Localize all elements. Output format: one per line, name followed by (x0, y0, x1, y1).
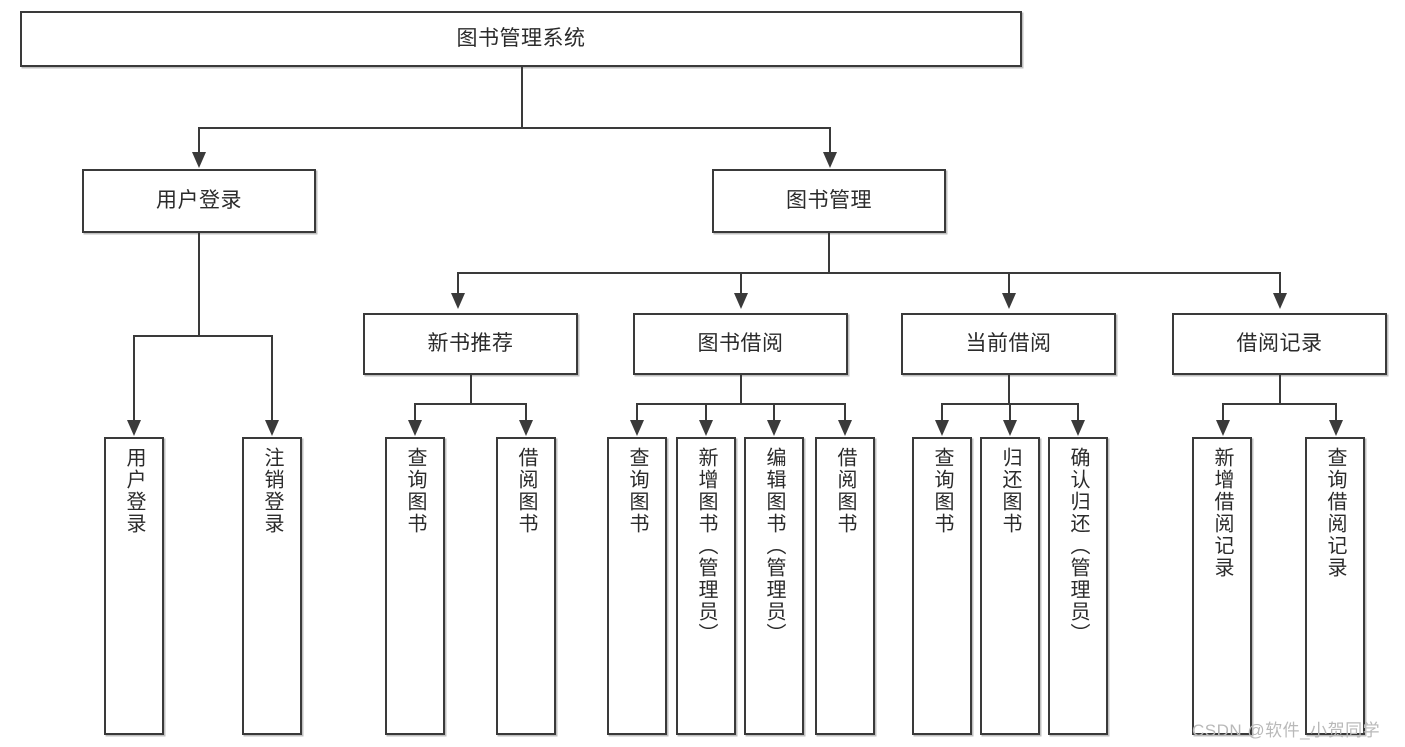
arrow-bb-to-leaf-2 (699, 420, 713, 436)
connector-borrow-record-stem (1279, 375, 1281, 403)
node-leaf-query-book-1-label: 查询图书 (404, 447, 426, 535)
arrow-cb-to-leaf-3 (1071, 420, 1085, 436)
node-leaf-query-book-3-label: 查询图书 (931, 447, 953, 535)
connector-current-borrow-stem (1008, 375, 1010, 403)
arrow-bb-to-leaf-1 (630, 420, 644, 436)
connector-new-book-to-leaf-1 (414, 403, 416, 421)
node-leaf-confirm-return[interactable]: 确认归还（管理员） (1048, 437, 1108, 735)
node-borrow-record[interactable]: 借阅记录 (1172, 313, 1387, 375)
node-leaf-confirm-return-label: 确认归还（管理员） (1067, 447, 1089, 645)
arrow-root-to-user-login (192, 152, 206, 168)
node-leaf-query-book-1[interactable]: 查询图书 (385, 437, 445, 735)
connector-new-book-stem (470, 375, 472, 403)
node-book-borrow[interactable]: 图书借阅 (633, 313, 848, 375)
arrow-cb-to-leaf-1 (935, 420, 949, 436)
connector-book-management-bar (457, 272, 1280, 274)
node-leaf-query-book-2-label: 查询图书 (626, 447, 648, 535)
node-book-borrow-label: 图书借阅 (697, 331, 784, 355)
node-borrow-record-label: 借阅记录 (1236, 331, 1323, 355)
connector-bm-to-borrow-record (1279, 272, 1281, 294)
node-leaf-add-record[interactable]: 新增借阅记录 (1192, 437, 1252, 735)
node-leaf-borrow-book-2[interactable]: 借阅图书 (815, 437, 875, 735)
arrow-root-to-book-management (823, 152, 837, 168)
node-root[interactable]: 图书管理系统 (20, 11, 1022, 67)
connector-bm-to-book-borrow (740, 272, 742, 294)
node-leaf-query-record[interactable]: 查询借阅记录 (1305, 437, 1365, 735)
connector-book-borrow-stem (740, 375, 742, 403)
arrow-bm-to-book-borrow (734, 293, 748, 309)
node-leaf-edit-book-label: 编辑图书（管理员） (763, 447, 785, 645)
node-root-label: 图书管理系统 (456, 26, 586, 50)
arrow-cb-to-leaf-2 (1003, 420, 1017, 436)
node-leaf-edit-book[interactable]: 编辑图书（管理员） (744, 437, 804, 735)
connector-bb-to-leaf-4 (844, 403, 846, 421)
node-user-login-label: 用户登录 (156, 188, 242, 212)
connector-cb-to-leaf-2 (1009, 403, 1011, 421)
connector-bb-to-leaf-1 (636, 403, 638, 421)
arrow-br-to-leaf-1 (1216, 420, 1230, 436)
node-leaf-borrow-book-2-label: 借阅图书 (834, 447, 856, 535)
connector-new-book-bar (414, 403, 526, 405)
node-current-borrow[interactable]: 当前借阅 (901, 313, 1116, 375)
node-leaf-logout-login[interactable]: 注销登录 (242, 437, 302, 735)
node-book-management-label: 图书管理 (786, 188, 872, 212)
connector-new-book-to-leaf-2 (525, 403, 527, 421)
arrow-bm-to-current-borrow (1002, 293, 1016, 309)
connector-bm-to-new-book (457, 272, 459, 294)
arrow-new-book-to-leaf-1 (408, 420, 422, 436)
arrow-bm-to-borrow-record (1273, 293, 1287, 309)
node-leaf-user-login-label: 用户登录 (123, 447, 145, 535)
node-leaf-borrow-book-1[interactable]: 借阅图书 (496, 437, 556, 735)
connector-root-to-user-login (198, 127, 200, 153)
node-leaf-add-book-label: 新增图书（管理员） (695, 447, 717, 645)
arrow-user-login-to-leaf-1 (127, 420, 141, 436)
connector-book-borrow-bar (636, 403, 845, 405)
node-book-management[interactable]: 图书管理 (712, 169, 946, 233)
node-leaf-logout-login-label: 注销登录 (261, 447, 283, 535)
connector-borrow-record-bar (1222, 403, 1336, 405)
arrow-new-book-to-leaf-2 (519, 420, 533, 436)
connector-user-login-stem (198, 233, 200, 335)
connector-cb-to-leaf-1 (941, 403, 943, 421)
node-leaf-query-book-2[interactable]: 查询图书 (607, 437, 667, 735)
node-current-borrow-label: 当前借阅 (965, 331, 1052, 355)
arrow-br-to-leaf-2 (1329, 420, 1343, 436)
connector-user-login-bar (133, 335, 271, 337)
arrow-user-login-to-leaf-2 (265, 420, 279, 436)
connector-br-to-leaf-1 (1222, 403, 1224, 421)
node-user-login[interactable]: 用户登录 (82, 169, 316, 233)
arrow-bb-to-leaf-3 (767, 420, 781, 436)
arrow-bb-to-leaf-4 (838, 420, 852, 436)
connector-root-stem (521, 67, 523, 127)
node-leaf-add-record-label: 新增借阅记录 (1211, 447, 1233, 579)
node-leaf-query-record-label: 查询借阅记录 (1324, 447, 1346, 579)
node-leaf-borrow-book-1-label: 借阅图书 (515, 447, 537, 535)
connector-root-to-book-management (829, 127, 831, 153)
node-leaf-return-book-label: 归还图书 (999, 447, 1021, 535)
node-leaf-query-book-3[interactable]: 查询图书 (912, 437, 972, 735)
connector-cb-to-leaf-3 (1077, 403, 1079, 421)
connector-br-to-leaf-2 (1335, 403, 1337, 421)
node-leaf-user-login[interactable]: 用户登录 (104, 437, 164, 735)
connector-bm-to-current-borrow (1008, 272, 1010, 294)
csdn-watermark: CSDN @软件_小贺同学 (1192, 721, 1381, 740)
connector-bb-to-leaf-3 (773, 403, 775, 421)
node-new-book-recommend[interactable]: 新书推荐 (363, 313, 578, 375)
connector-bb-to-leaf-2 (705, 403, 707, 421)
node-new-book-recommend-label: 新书推荐 (427, 331, 514, 355)
connector-user-login-to-leaf-2 (271, 335, 273, 421)
arrow-bm-to-new-book (451, 293, 465, 309)
connector-book-management-stem (828, 233, 830, 272)
connector-user-login-to-leaf-1 (133, 335, 135, 421)
node-leaf-add-book[interactable]: 新增图书（管理员） (676, 437, 736, 735)
node-leaf-return-book[interactable]: 归还图书 (980, 437, 1040, 735)
connector-root-bar (198, 127, 830, 129)
